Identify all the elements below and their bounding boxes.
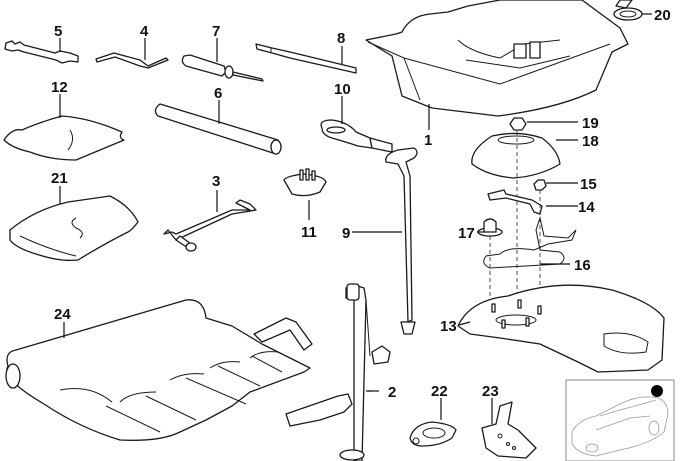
callout-14[interactable]: 14: [578, 199, 595, 216]
part-bag[interactable]: [3, 115, 125, 161]
part-gasket[interactable]: [409, 421, 457, 447]
callout-20[interactable]: 20: [654, 7, 671, 24]
callout-6[interactable]: 6: [214, 85, 222, 102]
part-grommet-nut[interactable]: [477, 218, 503, 237]
part-tool-roll[interactable]: [5, 299, 313, 441]
callout-18[interactable]: 18: [582, 133, 599, 150]
callout-10[interactable]: 10: [334, 81, 351, 98]
part-hex-key[interactable]: [95, 52, 169, 69]
callout-21[interactable]: 21: [51, 170, 68, 187]
callout-3[interactable]: 3: [212, 173, 220, 190]
callout-12[interactable]: 12: [51, 79, 68, 96]
part-bracket[interactable]: [487, 189, 543, 215]
callout-1[interactable]: 1: [424, 132, 432, 149]
callout-2[interactable]: 2: [388, 384, 396, 401]
part-nut-15[interactable]: [533, 179, 547, 191]
vehicle-location-inset: [565, 379, 675, 461]
part-ring[interactable]: [613, 0, 643, 21]
callout-17[interactable]: 17: [458, 225, 475, 242]
part-knob[interactable]: [283, 168, 327, 197]
part-tool-tray[interactable]: [365, 0, 629, 117]
part-nut-19[interactable]: [509, 117, 527, 131]
part-cover[interactable]: [471, 132, 561, 179]
callout-7[interactable]: 7: [212, 23, 220, 40]
callout-15[interactable]: 15: [580, 176, 597, 193]
callout-16[interactable]: 16: [574, 257, 591, 274]
callout-8[interactable]: 8: [337, 30, 345, 47]
callout-labels: 5 4 7 8 12 6 10 1 21 3 11 9 24 2 22 23 1…: [51, 7, 671, 401]
callout-11[interactable]: 11: [301, 224, 317, 241]
part-car-jack[interactable]: [285, 283, 391, 461]
leader-lines: [59, 13, 652, 424]
part-towing-eye[interactable]: [320, 119, 393, 153]
callout-4[interactable]: 4: [140, 23, 149, 40]
callout-5[interactable]: 5: [54, 23, 62, 40]
part-spare-wheel-tray[interactable]: [457, 284, 665, 373]
callout-19[interactable]: 19: [582, 115, 599, 132]
part-screwdriver-blade[interactable]: [255, 43, 357, 74]
part-socket-tube[interactable]: [154, 103, 282, 155]
part-screwdriver[interactable]: [181, 54, 264, 82]
callout-22[interactable]: 22: [431, 383, 448, 400]
location-marker-dot: [651, 385, 663, 397]
part-glove-pouch[interactable]: [9, 195, 139, 262]
part-wheel-bolt-wrench[interactable]: [163, 199, 257, 252]
part-wire-holder[interactable]: [483, 216, 577, 269]
callout-23[interactable]: 23: [482, 383, 499, 400]
part-open-end-wrench[interactable]: [4, 40, 79, 64]
callout-9[interactable]: 9: [342, 225, 350, 242]
callout-13[interactable]: 13: [440, 318, 457, 335]
part-clip[interactable]: [481, 401, 537, 459]
callout-24[interactable]: 24: [54, 306, 71, 323]
part-jack-handle-holder[interactable]: [385, 147, 418, 335]
